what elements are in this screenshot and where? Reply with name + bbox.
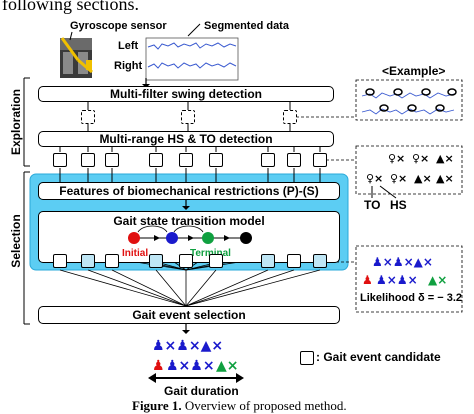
output-figures: ♟×♟×▲× ♟ ♟×♟× ▲× — [152, 338, 239, 374]
selection-label: Selection — [9, 214, 23, 268]
swing-candidate — [181, 110, 195, 124]
sensor-image — [60, 37, 93, 78]
event-candidate — [149, 153, 163, 167]
gyroscope-sensor-label: Gyroscope sensor — [70, 20, 167, 32]
scored-candidate — [287, 254, 301, 268]
figure-caption: Figure 1. Overview of proposed method. — [132, 398, 347, 414]
features-box: Features of biomechanical restrictions (… — [38, 182, 340, 200]
to-label: TO — [364, 198, 381, 212]
svg-text:♀×: ♀× — [412, 152, 429, 165]
scored-candidate — [313, 254, 327, 268]
example-panel-to-hs: ♀× ♀× ▲× ♀× ♀× ▲× ▲× — [355, 145, 463, 199]
svg-text:♟×♟×: ♟×♟× — [166, 358, 215, 374]
hs-to-detection-box: Multi-range HS & TO detection — [38, 131, 334, 147]
initial-state-label: Initial — [122, 248, 149, 259]
legend-label: : Gait event candidate — [316, 350, 441, 364]
event-selection-box: Gait event selection — [38, 306, 340, 324]
segmented-data-label: Segmented data — [204, 20, 289, 32]
svg-text:♀×: ♀× — [366, 172, 383, 185]
svg-text:♀×: ♀× — [388, 152, 405, 165]
scored-candidate — [209, 254, 223, 268]
swing-detection-box: Multi-filter swing detection — [38, 86, 334, 102]
scored-candidate — [81, 254, 95, 268]
hs-label: HS — [390, 198, 407, 212]
event-candidate — [209, 153, 223, 167]
event-candidate — [81, 153, 95, 167]
header-text: following sections. — [2, 0, 139, 14]
gait-duration-label: Gait duration — [164, 384, 239, 398]
example-panel-swing — [355, 79, 463, 121]
legend-candidate-icon — [300, 351, 314, 365]
svg-text:♟×♟×▲×: ♟×♟×▲× — [372, 255, 433, 269]
swing-candidate — [283, 110, 297, 124]
svg-text:▲×: ▲× — [414, 172, 432, 185]
scored-candidate — [53, 254, 67, 268]
svg-text:▲×: ▲× — [436, 152, 454, 165]
scored-candidate — [105, 254, 119, 268]
likelihood-label: Likelihood δ = − 3.2 — [360, 292, 463, 304]
example-label: <Example> — [382, 64, 446, 78]
event-candidate — [287, 153, 301, 167]
svg-text:♟×♟×▲×: ♟×♟×▲× — [152, 338, 223, 354]
terminal-state-label: Terminal — [190, 248, 231, 259]
scored-candidate — [261, 254, 275, 268]
event-candidate — [313, 153, 327, 167]
swing-candidate — [81, 110, 95, 124]
left-label: Left — [118, 40, 139, 52]
svg-text:▲×: ▲× — [216, 358, 239, 374]
svg-text:♟×♟×: ♟×♟× — [376, 273, 418, 287]
svg-text:♟: ♟ — [152, 358, 165, 374]
event-candidate — [179, 153, 193, 167]
svg-text:▲×: ▲× — [428, 273, 447, 287]
svg-text:▲×: ▲× — [436, 172, 454, 185]
state-model-title: Gait state transition model — [113, 214, 265, 228]
event-candidate — [105, 153, 119, 167]
svg-text:♟: ♟ — [362, 273, 373, 287]
scored-candidate — [179, 254, 193, 268]
figure-caption-label: Figure 1. — [132, 398, 182, 413]
segmented-data-plot — [145, 37, 239, 81]
exploration-label: Exploration — [9, 88, 23, 155]
figure-caption-text: Overview of proposed method. — [184, 398, 347, 413]
event-candidate — [261, 153, 275, 167]
right-label: Right — [114, 60, 143, 72]
event-candidate — [53, 153, 67, 167]
scored-candidate — [149, 254, 163, 268]
svg-text:♀×: ♀× — [390, 172, 407, 185]
example-panel-likelihood: ♟×♟×▲× ♟ ♟×♟× ▲× — [355, 245, 463, 313]
